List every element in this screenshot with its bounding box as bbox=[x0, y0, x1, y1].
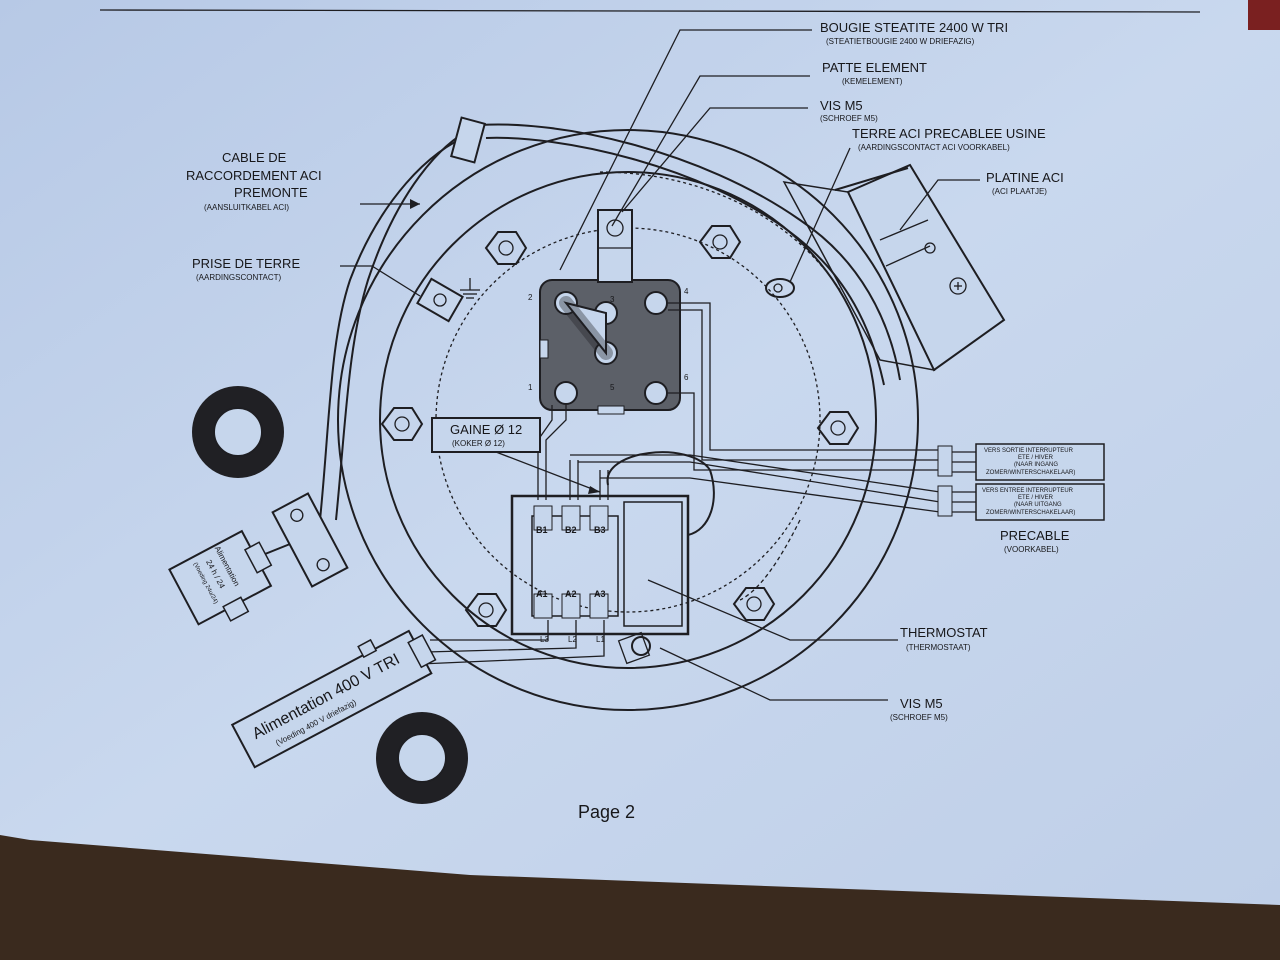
element-terminal-2: 2 bbox=[528, 293, 533, 302]
thermostat-terminal-b3: B3 bbox=[594, 525, 606, 535]
label-platine: PLATINE ACI bbox=[986, 170, 1064, 185]
page-number: Page 2 bbox=[578, 802, 635, 822]
label-thermostat: THERMOSTAT bbox=[900, 625, 988, 640]
precable-connector: VERS SORTIE INTERRUPTEUR ETE / HIVER (NA… bbox=[937, 443, 1105, 554]
cable-gland bbox=[271, 492, 349, 588]
bolt-icon bbox=[816, 411, 860, 445]
label-thermostat-nl: (THERMOSTAAT) bbox=[906, 643, 971, 652]
ground-icon bbox=[460, 278, 480, 299]
label-terre-nl: (AARDINGSCONTACT ACI VOORKABEL) bbox=[858, 143, 1010, 152]
label-cable-3: PREMONTE bbox=[234, 185, 308, 200]
corner-tab bbox=[1248, 0, 1280, 30]
label-bougie: BOUGIE STEATITE 2400 W TRI bbox=[820, 20, 1008, 35]
supply-24h: Alimentation 24 h / 24 (Voeding 24u/24) bbox=[168, 529, 273, 626]
label-cable-1: CABLE DE bbox=[222, 150, 287, 165]
plus-terminal-icon bbox=[949, 277, 967, 295]
gaine-label: GAINE Ø 12 (KOKER Ø 12) bbox=[431, 417, 601, 494]
gasket-bottom bbox=[376, 712, 468, 804]
label-patte-nl: (KEMELEMENT) bbox=[842, 77, 903, 86]
gaine-subtitle: (KOKER Ø 12) bbox=[452, 439, 505, 448]
gasket-left bbox=[192, 386, 284, 478]
label-prise-nl: (AARDINGSCONTACT) bbox=[196, 273, 282, 282]
label-prise: PRISE DE TERRE bbox=[192, 256, 300, 271]
ground-terminal bbox=[416, 277, 480, 323]
vers-sortie-line2: ETE / HIVER bbox=[1018, 455, 1054, 461]
thermostat-terminal-a2: A2 bbox=[565, 589, 577, 599]
label-vis-bottom: VIS M5 bbox=[900, 696, 943, 711]
aci-plate bbox=[782, 163, 1006, 372]
aci-ground-point bbox=[765, 278, 795, 298]
thermostat-terminal-l1: L1 bbox=[596, 635, 605, 644]
element-terminal-1: 1 bbox=[528, 383, 533, 392]
vers-sortie-nl1: (NAAR INGANG bbox=[1014, 462, 1058, 468]
label-vis-top: VIS M5 bbox=[820, 98, 863, 113]
bolt-icon bbox=[380, 407, 424, 441]
bolt-icon bbox=[484, 231, 528, 265]
bolt-icon bbox=[464, 593, 508, 627]
label-vis-top-nl: (SCHROEF M5) bbox=[820, 114, 878, 123]
vers-entree-nl1: (NAAR UITGANG bbox=[1014, 502, 1062, 508]
element-terminal-5: 5 bbox=[610, 383, 615, 392]
thermostat-terminal-b2: B2 bbox=[565, 525, 577, 535]
cable-sleeve bbox=[450, 116, 486, 164]
screw-icon bbox=[631, 636, 651, 656]
bolt-icon bbox=[732, 587, 776, 621]
element-terminal-4: 4 bbox=[684, 287, 689, 296]
gaine-title: GAINE Ø 12 bbox=[450, 422, 522, 437]
heating-element: 2 3 4 5 6 1 bbox=[528, 209, 689, 415]
label-bougie-nl: (STEATIETBOUGIE 2400 W DRIEFAZIG) bbox=[826, 37, 975, 46]
vers-entree-line2: ETE / HIVER bbox=[1018, 495, 1054, 501]
vers-sortie-nl2: ZOMER/WINTERSCHAKELAAR) bbox=[986, 470, 1075, 476]
label-vis-bottom-nl: (SCHROEF M5) bbox=[890, 713, 948, 722]
callout-labels: BOUGIE STEATITE 2400 W TRI (STEATIETBOUG… bbox=[186, 20, 1064, 722]
vers-sortie-line1: VERS SORTIE INTERRUPTEUR bbox=[984, 448, 1074, 454]
thermostat-terminal-a3: A3 bbox=[594, 589, 606, 599]
callout-lines bbox=[340, 29, 980, 701]
vers-entree-line1: VERS ENTREE INTERRUPTEUR bbox=[982, 488, 1074, 494]
flange-bolts bbox=[380, 225, 860, 627]
thermostat-terminal-l2: L2 bbox=[568, 635, 577, 644]
label-terre: TERRE ACI PRECABLEE USINE bbox=[852, 126, 1046, 141]
label-platine-nl: (ACI PLAATJE) bbox=[992, 187, 1047, 196]
label-cable-2: RACCORDEMENT ACI bbox=[186, 168, 322, 183]
label-patte: PATTE ELEMENT bbox=[822, 60, 927, 75]
bolt-icon bbox=[698, 225, 742, 259]
label-cable-nl: (AANSLUITKABEL ACI) bbox=[204, 203, 289, 212]
thermostat-terminal-b1: B1 bbox=[536, 525, 548, 535]
wiring bbox=[249, 123, 941, 665]
element-terminal-3: 3 bbox=[610, 295, 615, 304]
precable-title: PRECABLE bbox=[1000, 528, 1070, 543]
thermostat-terminal-a1: A1 bbox=[536, 589, 548, 599]
precable-subtitle: (VOORKABEL) bbox=[1004, 545, 1059, 554]
element-terminal-6: 6 bbox=[684, 373, 689, 382]
vers-entree-nl2: ZOMER/WINTERSCHAKELAAR) bbox=[986, 510, 1075, 516]
